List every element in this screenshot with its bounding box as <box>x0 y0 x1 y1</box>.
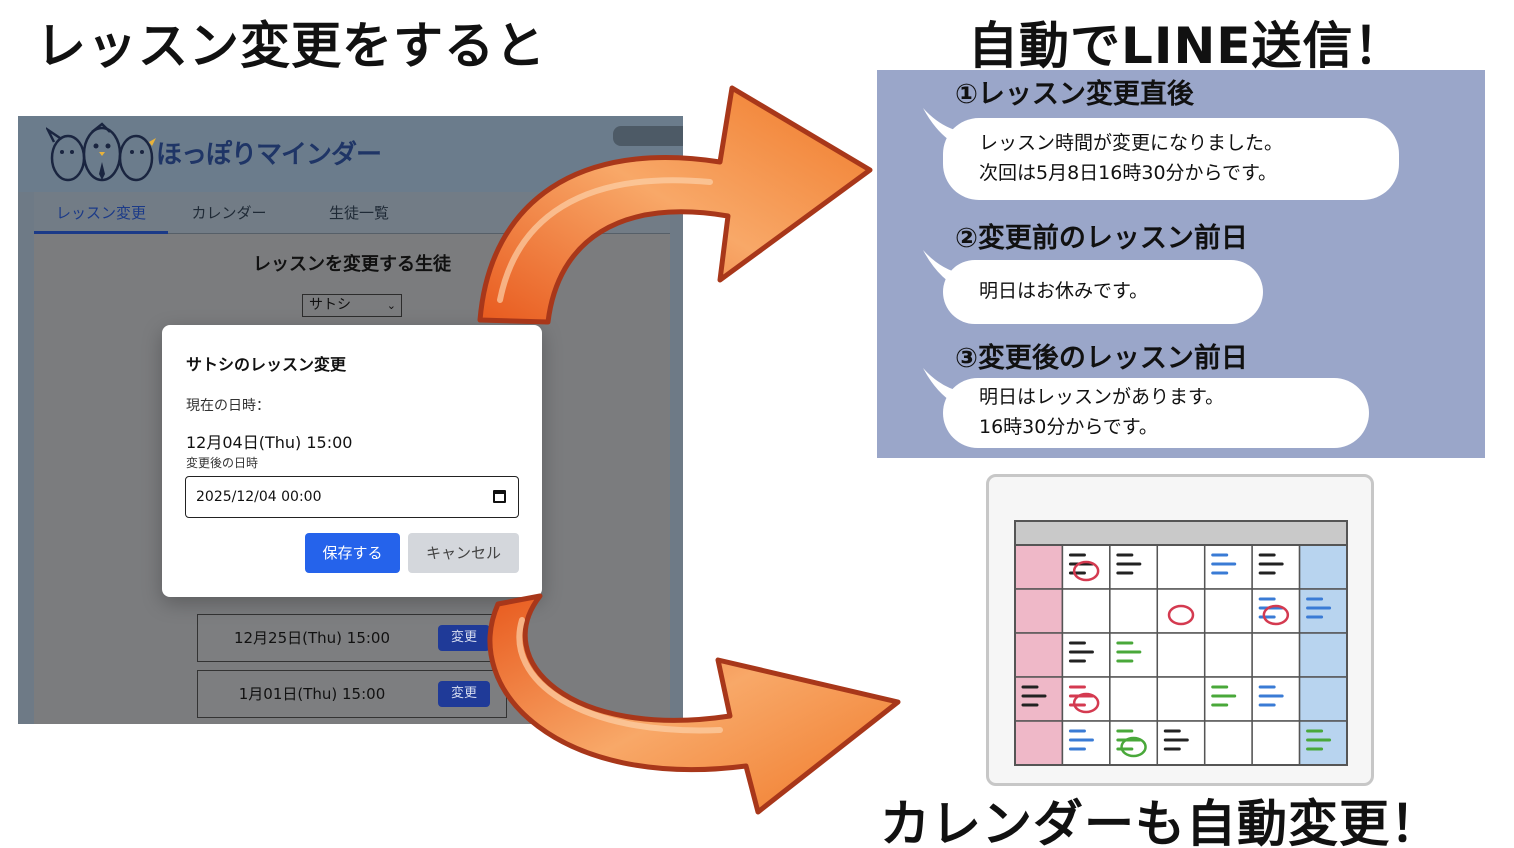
heading-auto-calendar: カレンダーも自動変更！ <box>880 795 1441 848</box>
lesson-row: 1月01日(Thu) 15:00 変更 <box>197 670 507 718</box>
current-datetime-label: 現在の日時： <box>186 398 270 414</box>
change-lesson-button[interactable]: 変更 <box>438 625 490 651</box>
calendar-cell <box>1014 720 1064 766</box>
calendar-cell <box>1014 588 1064 634</box>
tab-lesson-change[interactable]: レッスン変更 <box>34 192 168 234</box>
new-datetime-input[interactable]: 2025/12/04 00:00 <box>185 476 519 518</box>
chat-bubble-line: レッスン時間が変更になりました。 <box>979 132 1284 154</box>
calendar-cell <box>1298 588 1348 634</box>
chevron-down-icon: ⌄ <box>386 299 396 312</box>
current-datetime-value: 12月04日(Thu) 15:00 <box>186 433 353 452</box>
bubble-tail-icon <box>923 250 963 290</box>
calendar-cell <box>1109 676 1159 722</box>
cancel-button[interactable]: キャンセル <box>408 533 519 573</box>
calendar-cell <box>1298 632 1348 678</box>
calendar-cell <box>1298 676 1348 722</box>
calendar-sticker <box>1120 736 1147 758</box>
curved-arrow-up-icon <box>477 85 873 325</box>
lesson-date: 1月01日(Thu) 15:00 <box>238 685 386 703</box>
bird-logo-icon <box>46 122 156 182</box>
modal-title: サトシのレッスン変更 <box>186 355 347 374</box>
section-title: レッスンを変更する生徒 <box>253 254 451 275</box>
calendar-cell <box>1203 544 1253 590</box>
tab-calendar[interactable]: カレンダー <box>191 204 267 222</box>
calendar-cell <box>1109 544 1159 590</box>
chat-bubble: 明日はお休みです。 <box>923 250 1263 324</box>
bubble-tail-icon <box>923 108 963 148</box>
header-corner-button[interactable] <box>613 126 683 146</box>
calendar-cell <box>1156 720 1206 766</box>
calendar-cell <box>1203 676 1253 722</box>
calendar-cell <box>1109 588 1159 634</box>
calendar-cell <box>1251 632 1301 678</box>
new-datetime-label: 変更後の日時 <box>186 456 259 470</box>
calendar-cell <box>1156 676 1206 722</box>
calendar-cell <box>1061 632 1111 678</box>
calendar-sticker <box>1262 604 1290 626</box>
calendar-cell <box>1014 544 1064 590</box>
line-message-heading: ③変更後のレッスン前日 <box>955 343 1248 374</box>
calendar-sticker <box>1167 604 1195 626</box>
calendar-grid-icon <box>1014 520 1348 766</box>
calendar-cell <box>1203 720 1253 766</box>
bubble-tail-icon <box>923 368 963 408</box>
calendar-cell <box>1251 720 1301 766</box>
calendar-cell <box>1061 588 1111 634</box>
tab-student-list[interactable]: 生徒一覧 <box>328 204 389 222</box>
calendar-cell <box>1109 720 1159 766</box>
calendar-cell <box>1014 632 1064 678</box>
line-message-panel: ①レッスン変更直後 レッスン時間が変更になりました。 次回は5月8日16時30分… <box>877 70 1485 458</box>
student-select[interactable]: サトシ ⌄ <box>302 294 402 317</box>
line-message-heading: ①レッスン変更直後 <box>955 79 1194 110</box>
student-select-value: サトシ <box>309 297 351 313</box>
chat-bubble: レッスン時間が変更になりました。 次回は5月8日16時30分からです。 <box>923 108 1399 200</box>
curved-arrow-down-icon <box>487 593 901 815</box>
app-logo-text: ほっぽりマインダー <box>156 140 382 170</box>
calendar-cell <box>1156 588 1206 634</box>
change-lesson-button[interactable]: 変更 <box>438 681 490 707</box>
lesson-date: 12月25日(Thu) 15:00 <box>233 629 391 647</box>
calendar-cell <box>1298 720 1348 766</box>
calendar-cell <box>1109 632 1159 678</box>
calendar-cell <box>1156 632 1206 678</box>
calendar-cell <box>1251 544 1301 590</box>
calendar-cell <box>1203 632 1253 678</box>
chat-bubble-line: 次回は5月8日16時30分からです。 <box>979 162 1278 184</box>
heading-auto-line: 自動でLINE送信！ <box>968 17 1405 75</box>
new-datetime-value: 2025/12/04 00:00 <box>196 489 322 505</box>
calendar-cell <box>1203 588 1253 634</box>
calendar-cell <box>1061 720 1111 766</box>
app-header: ほっぽりマインダー <box>18 116 683 192</box>
calendar-icon[interactable] <box>493 490 506 503</box>
chat-bubble-line: 明日はレッスンがあります。 <box>979 386 1225 408</box>
lesson-row: 12月25日(Thu) 15:00 変更 <box>197 614 507 662</box>
heading-lesson-change: レッスン変更をすると <box>36 17 546 75</box>
save-button[interactable]: 保存する <box>305 533 400 573</box>
calendar-illustration <box>986 474 1374 786</box>
calendar-cell <box>1251 676 1301 722</box>
calendar-cell <box>1061 676 1111 722</box>
chat-bubble: 明日はレッスンがあります。 16時30分からです。 <box>923 368 1369 448</box>
chat-bubble-line: 明日はお休みです。 <box>979 280 1149 302</box>
calendar-sticker <box>1072 560 1100 582</box>
line-message-heading: ②変更前のレッスン前日 <box>955 223 1248 254</box>
calendar-cell <box>1298 544 1348 590</box>
calendar-cell <box>1251 588 1301 634</box>
calendar-cell <box>1156 544 1206 590</box>
calendar-sticker <box>1072 692 1100 714</box>
lesson-change-modal: サトシのレッスン変更 現在の日時： 12月04日(Thu) 15:00 変更後の… <box>162 325 542 597</box>
calendar-cell <box>1014 676 1064 722</box>
calendar-cell <box>1061 544 1111 590</box>
chat-bubble-line: 16時30分からです。 <box>979 416 1158 438</box>
